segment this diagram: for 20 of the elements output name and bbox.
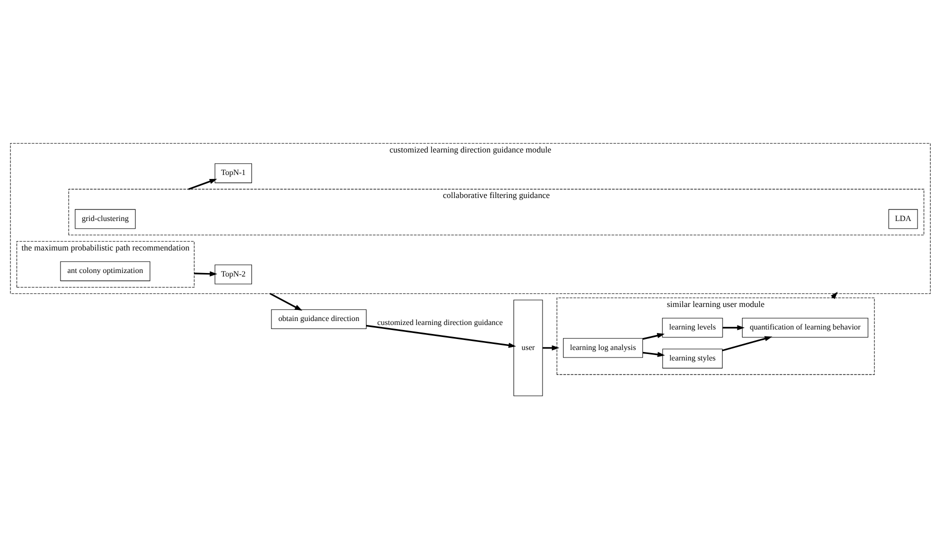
- arrow: [642, 332, 665, 340]
- node-box: obtain guidance direction: [271, 308, 366, 329]
- arrow: [194, 270, 218, 276]
- node-box: quantification of learning behavior: [742, 317, 868, 338]
- arrow: [642, 351, 665, 357]
- node-box: learning levels: [662, 317, 723, 338]
- edge-label: customized learning direction guidance: [377, 318, 503, 327]
- arrow: [722, 324, 745, 330]
- node-box: TopN-2: [214, 264, 252, 284]
- node-box: ant colony optimization: [60, 260, 150, 281]
- node-box: TopN-1: [214, 162, 252, 183]
- arrow: [188, 178, 218, 190]
- node-box: user: [514, 299, 543, 396]
- arrow: [722, 336, 772, 351]
- node-box: learning styles: [662, 348, 723, 368]
- arrow: [366, 324, 516, 348]
- node-box: LDA: [888, 208, 918, 228]
- arrow: [542, 344, 560, 350]
- node-box: grid-clustering: [74, 208, 136, 228]
- node-box: learning log analysis: [563, 338, 643, 358]
